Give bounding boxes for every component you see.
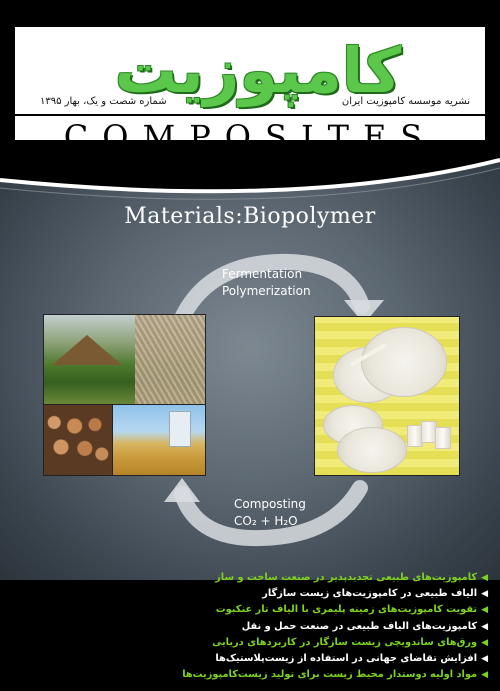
arrow-bullet-icon: ◀ [481,605,488,616]
header-swoosh [0,140,500,200]
topic-item: ◀کامپوزیت‌های طبیعی تجدیدپذیر در صنعت سا… [215,572,488,583]
arrow-bullet-icon: ◀ [481,670,488,681]
lifecycle-arrows [164,253,384,547]
masthead [15,27,485,162]
top-arrow-icon [174,253,370,326]
logs-photo [43,404,113,476]
natural-fiber-photo [43,314,206,406]
arrow-bullet-icon: ◀ [481,589,488,600]
topic-item: ◀الیاف طبیعی در کامپوزیت‌های زیست سازگار [262,588,488,600]
bottom-arrow-icon [174,480,368,547]
co2-h2o-label: CO₂ + H₂O [234,514,298,528]
composting-label: Composting [234,497,306,511]
fermentation-label: Fermentation [222,267,303,281]
topic-item: ◀افزایش تقاضای جهانی در استفاده از زیست‌… [215,653,488,665]
arrow-bullet-icon: ◀ [481,654,488,665]
process-label-top: Fermentation Polymerization [222,266,311,300]
biomass-plant-photo [112,404,206,476]
process-label-bottom: Composting CO₂ + H₂O [234,496,306,530]
brand-persian-logo: کامپوزیت [114,34,404,107]
cover-topic-title: Materials:Biopolymer [124,204,376,229]
topic-item: ◀تقویت کامپوزیت‌های زمینه پلیمری با الیا… [215,604,488,616]
masthead-divider [15,114,485,116]
cover-topics-list: ◀کامپوزیت‌های طبیعی تجدیدپذیر در صنعت سا… [18,570,488,683]
arrow-bullet-icon: ◀ [481,573,488,583]
arrow-bullet-icon: ◀ [481,637,488,648]
publisher-name: نشریه موسسه کامپوزیت ایران [341,96,470,107]
topic-item: ◀ورق‌های ساندویچی زیست سازگار در کاربرده… [212,636,488,648]
biodegradable-tableware-photo [314,316,460,476]
polymerization-label: Polymerization [222,284,311,298]
topic-item: ◀مواد اولیه دوستدار محیط زیست برای تولید… [182,669,488,681]
issue-number: شماره شصت و یک، بهار ۱۳۹۵ [40,96,167,107]
arrow-bullet-icon: ◀ [481,621,488,632]
topic-item: ◀کامپوزیت‌های الیاف طبیعی در صنعت حمل و … [241,620,488,632]
